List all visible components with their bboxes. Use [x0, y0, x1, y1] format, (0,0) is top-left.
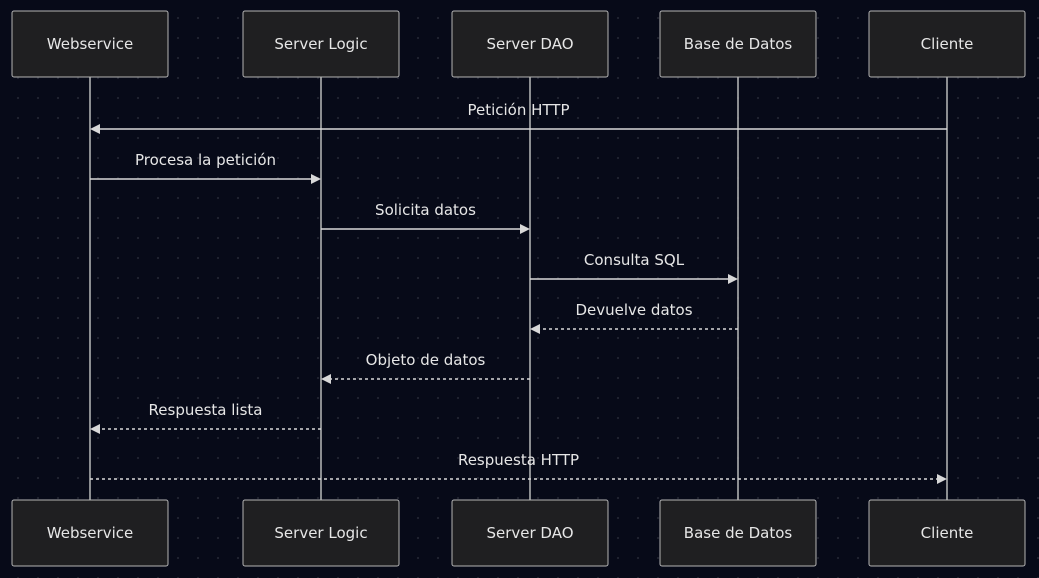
message-2: Procesa la petición	[90, 151, 321, 184]
arrowhead-icon	[321, 374, 331, 384]
message-3: Solicita datos	[321, 201, 530, 234]
actor-top-base-de-datos: Base de Datos	[659, 10, 817, 78]
actor-label: Cliente	[921, 524, 974, 542]
actor-box	[868, 499, 1026, 567]
actor-box	[11, 499, 169, 567]
actor-box	[659, 499, 817, 567]
arrowhead-icon	[728, 274, 738, 284]
message-label: Devuelve datos	[575, 301, 692, 319]
arrowhead-icon	[530, 324, 540, 334]
actor-label: Webservice	[47, 35, 133, 53]
message-7: Respuesta lista	[90, 401, 321, 434]
actor-box	[11, 10, 169, 78]
actor-bottom-cliente: Cliente	[868, 499, 1026, 567]
message-8: Respuesta HTTP	[90, 451, 947, 484]
actor-label: Server DAO	[486, 35, 573, 53]
actor-label: Base de Datos	[684, 524, 793, 542]
actor-box	[868, 10, 1026, 78]
actor-box	[451, 499, 609, 567]
message-6: Objeto de datos	[321, 351, 530, 384]
actor-box	[451, 10, 609, 78]
actors-bottom: Webservice Server Logic Server DAO Base de …	[11, 499, 1026, 567]
actor-label: Webservice	[47, 524, 133, 542]
message-label: Solicita datos	[375, 201, 476, 219]
message-label: Objeto de datos	[366, 351, 486, 369]
messages: Petición HTTP Procesa la peticiónSolicita…	[90, 101, 947, 484]
message-label: Procesa la petición	[135, 151, 276, 169]
arrowhead-icon	[90, 424, 100, 434]
message-label: Respuesta lista	[149, 401, 263, 419]
actors-top: Webservice Server Logic Server DAO Base de …	[11, 10, 1026, 78]
actor-bottom-server-dao: Server DAO	[451, 499, 609, 567]
lifelines	[89, 77, 948, 500]
actor-top-server-logic: Server Logic	[242, 10, 400, 78]
arrowhead-icon	[311, 174, 321, 184]
actor-box	[242, 10, 400, 78]
actor-bottom-webservice: Webservice	[11, 499, 169, 567]
actor-label: Server Logic	[274, 524, 367, 542]
actor-top-webservice: Webservice	[11, 10, 169, 78]
message-5: Devuelve datos	[530, 301, 738, 334]
arrowhead-icon	[937, 474, 947, 484]
actor-bottom-base-de-datos: Base de Datos	[659, 499, 817, 567]
message-4: Consulta SQL	[530, 251, 738, 284]
arrowhead-icon	[520, 224, 530, 234]
actor-top-cliente: Cliente	[868, 10, 1026, 78]
message-1: Petición HTTP	[90, 101, 947, 134]
message-label: Respuesta HTTP	[458, 451, 579, 469]
actor-box	[242, 499, 400, 567]
actor-bottom-server-logic: Server Logic	[242, 499, 400, 567]
message-label: Consulta SQL	[584, 251, 685, 269]
actor-label: Base de Datos	[684, 35, 793, 53]
message-label: Petición HTTP	[467, 101, 569, 119]
actor-top-server-dao: Server DAO	[451, 10, 609, 78]
actor-box	[659, 10, 817, 78]
arrowhead-icon	[90, 124, 100, 134]
actor-label: Cliente	[921, 35, 974, 53]
actor-label: Server DAO	[486, 524, 573, 542]
actor-label: Server Logic	[274, 35, 367, 53]
